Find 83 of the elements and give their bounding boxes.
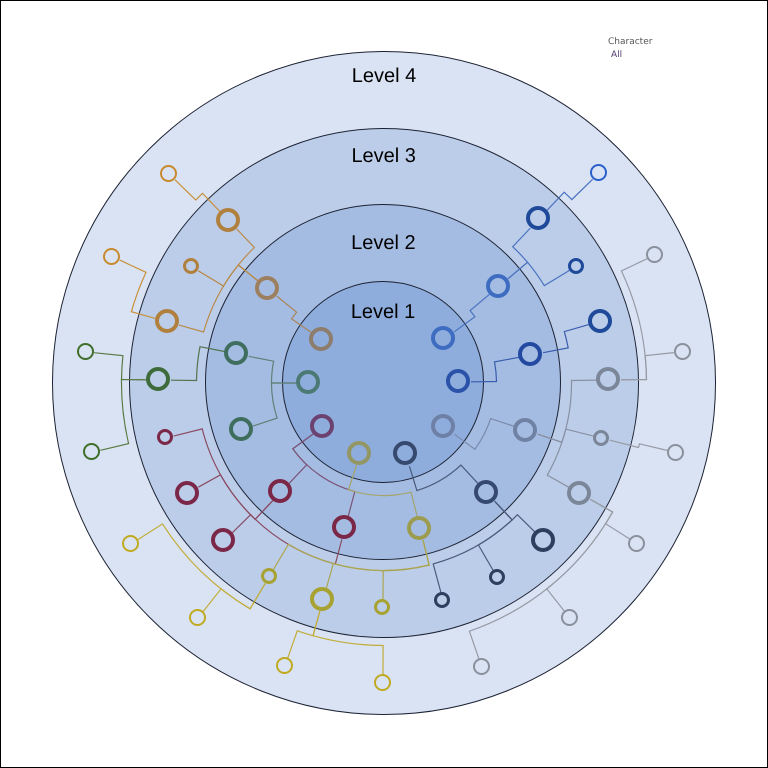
- connector-line: [432, 500, 513, 593]
- ring-node: [431, 414, 456, 438]
- ring-node: [513, 418, 538, 442]
- legend-title: Character: [608, 37, 652, 47]
- connector-line: [100, 378, 147, 451]
- ring-node: [374, 674, 392, 692]
- connector-line: [454, 294, 490, 332]
- ring-node: [210, 528, 235, 552]
- connector-line: [538, 434, 570, 488]
- connector-line: [252, 382, 297, 427]
- ring-node: [157, 429, 174, 446]
- ring-node: [216, 208, 240, 232]
- ring-node: [224, 341, 248, 366]
- ring-node: [296, 370, 320, 394]
- connector-line: [546, 178, 594, 212]
- ring-node: [254, 276, 279, 300]
- filter-value: All: [611, 50, 622, 60]
- connector-line: [621, 352, 674, 380]
- level-label: Level 4: [352, 65, 416, 87]
- ring-node: [590, 164, 607, 182]
- connector-line: [119, 260, 156, 320]
- ring-node: [568, 258, 584, 274]
- connector-line: [348, 465, 418, 518]
- connector-line: [171, 346, 226, 382]
- ring-node: [526, 206, 550, 230]
- ring-node: [188, 609, 206, 626]
- ring-node: [347, 440, 372, 465]
- ring-node: [309, 327, 334, 352]
- ring-node: [182, 258, 199, 274]
- ring-node: [260, 568, 277, 584]
- ring-node: [518, 342, 542, 366]
- ring-node: [332, 514, 356, 539]
- ring-node: [374, 599, 390, 616]
- connector-line: [178, 264, 258, 333]
- ring-node: [488, 568, 505, 585]
- ring-node: [407, 516, 432, 540]
- connector-line: [408, 464, 479, 492]
- connector-line: [202, 583, 266, 612]
- connector-line: [610, 440, 668, 452]
- ring-node: [434, 592, 450, 608]
- connector-line: [382, 540, 430, 600]
- level-label: Level 1: [350, 301, 416, 324]
- ring-node: [392, 441, 417, 466]
- connector-line: [542, 324, 589, 354]
- connector-line: [292, 433, 356, 516]
- ring-node: [628, 535, 646, 552]
- ring-node: [588, 308, 612, 333]
- ring-node: [560, 609, 578, 626]
- connector-line: [312, 611, 384, 674]
- ring-node: [472, 658, 490, 675]
- ring-node: [646, 246, 664, 264]
- ring-node: [310, 586, 334, 611]
- connector-line: [276, 296, 313, 334]
- connector-line: [471, 356, 520, 382]
- ring-node: [76, 343, 94, 360]
- ring-node: [446, 368, 470, 393]
- connector-line: [508, 262, 570, 286]
- ring-node: [276, 657, 294, 674]
- ring-node: [154, 309, 179, 334]
- connector-line: [454, 418, 516, 450]
- level-label: Level 2: [351, 232, 416, 254]
- ring-node: [228, 416, 253, 441]
- connector-line: [198, 474, 274, 520]
- ring-node: [531, 528, 556, 552]
- ring-node: [674, 342, 691, 360]
- ring-node: [593, 430, 610, 446]
- ring-node: [567, 480, 592, 505]
- ring-node: [103, 248, 120, 265]
- ring-node: [268, 479, 292, 504]
- ring-node: [310, 414, 334, 438]
- connector-line: [468, 498, 614, 659]
- level-label: Level 3: [351, 144, 416, 167]
- ring-node: [175, 480, 200, 504]
- ring-node: [83, 443, 100, 460]
- ring-node: [160, 164, 177, 182]
- ring-node: [667, 444, 684, 461]
- ring-node: [431, 326, 456, 350]
- ring-node: [122, 535, 140, 552]
- connector-line: [174, 179, 221, 212]
- ring-node: [596, 367, 620, 392]
- ring-node: [474, 480, 498, 504]
- ring-node: [486, 274, 510, 298]
- ring-node: [146, 367, 170, 392]
